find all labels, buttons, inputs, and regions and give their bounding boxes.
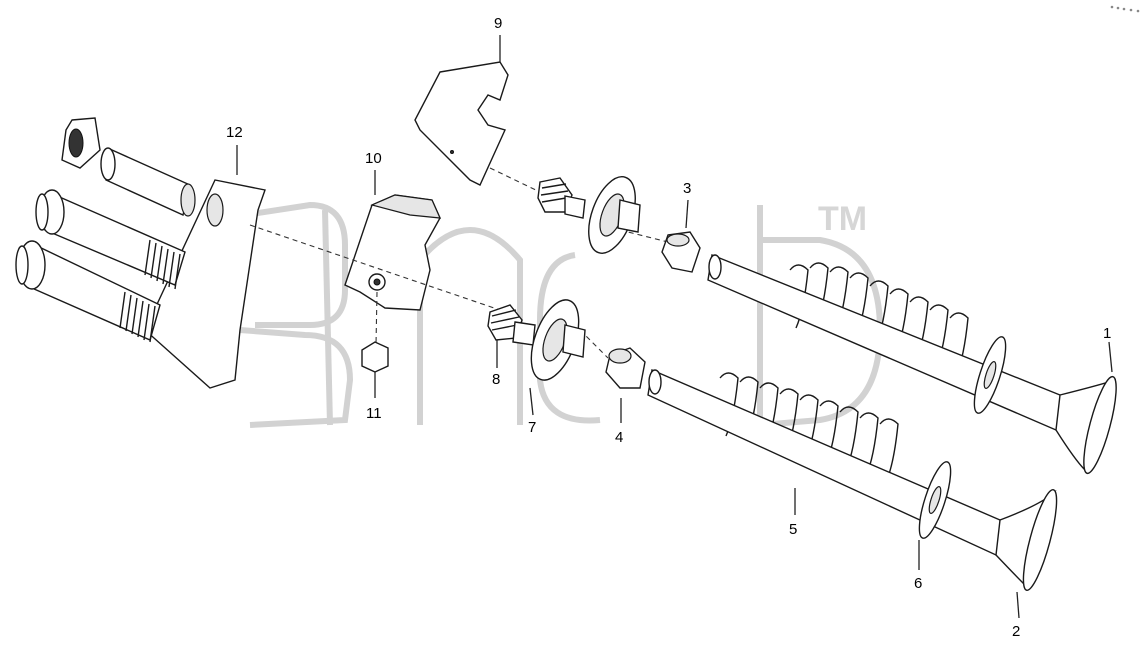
- spring-seat-upper-part: [973, 336, 1007, 414]
- spring-retainer-upper-part: [588, 176, 641, 254]
- rocker-arm-part: [344, 194, 441, 311]
- valve-keeper-upper-part: [537, 177, 586, 219]
- trademark-symbol: TM: [818, 200, 867, 238]
- bolt-upper-part: [35, 189, 186, 290]
- bolt-lower-part: [15, 240, 161, 343]
- cover-plate-part: [414, 61, 509, 186]
- valve-spring-lower-part: [719, 372, 899, 483]
- callout-6: 6: [914, 575, 922, 592]
- callout-4: 4: [615, 429, 623, 446]
- alignment-line-upper: [489, 167, 541, 193]
- alignment-line-shaft: [249, 224, 501, 311]
- callout-3: 3: [683, 180, 691, 197]
- callout-9: 9: [494, 15, 502, 32]
- spring-seat-lower-part: [918, 461, 952, 539]
- callout-labels: 1 2 3 4 5 6 7 8 9 10 11 12: [226, 15, 1111, 640]
- callout-2: 2: [1012, 623, 1020, 640]
- callout-11: 11: [366, 405, 382, 422]
- callout-10: 10: [365, 150, 382, 167]
- adjusting-screw-part: [361, 341, 389, 373]
- spring-retainer-lower-part: [530, 299, 586, 381]
- corner-mark: [1110, 5, 1140, 13]
- callout-7: 7: [528, 419, 536, 436]
- valve-stem-seal-upper-part: [661, 231, 701, 273]
- callout-1: 1: [1103, 325, 1111, 342]
- valve-stem-seal-lower-part: [605, 347, 646, 389]
- callout-8: 8: [492, 371, 500, 388]
- callout-5: 5: [789, 521, 797, 538]
- valve-spring-upper-part: [789, 262, 969, 377]
- alignment-line-low: [579, 329, 609, 359]
- sleeve-part: [100, 147, 196, 217]
- valve-keeper-lower-part: [487, 304, 536, 346]
- leader-lines: [236, 35, 1113, 619]
- nut-part: [61, 117, 101, 169]
- rocker-shaft-support-part: [15, 117, 266, 389]
- callout-12: 12: [226, 124, 243, 141]
